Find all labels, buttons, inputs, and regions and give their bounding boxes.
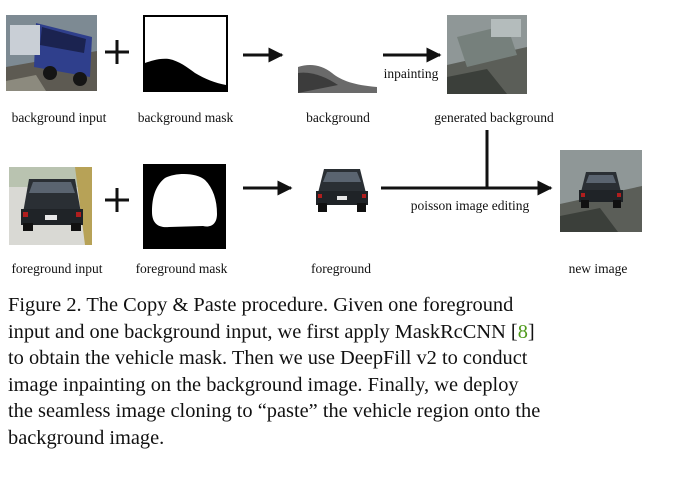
- background-mask-image: [143, 15, 228, 92]
- label-foreground-input: foreground input: [11, 261, 103, 276]
- caption-line-2-text: input and one background input, we first…: [8, 320, 518, 343]
- citation-link[interactable]: 8: [517, 320, 528, 343]
- background-image: [298, 15, 377, 93]
- foreground-mask-image: [143, 164, 226, 249]
- figure-caption: Figure 2. The Copy & Paste procedure. Gi…: [8, 292, 676, 451]
- label-foreground-mask: foreground mask: [135, 261, 228, 276]
- generated-background-image: [447, 15, 527, 94]
- foreground-image: [310, 165, 374, 215]
- label-new-image: new image: [568, 261, 628, 276]
- caption-line-3: to obtain the vehicle mask. Then we use …: [8, 347, 528, 369]
- label-foreground: foreground: [311, 261, 371, 276]
- caption-line-2-end: ]: [527, 320, 535, 343]
- label-background-input: background input: [11, 110, 107, 125]
- label-background-mask: background mask: [137, 110, 234, 125]
- label-inpainting: inpainting: [383, 66, 439, 81]
- label-background: background: [306, 110, 370, 125]
- procedure-diagram: [105, 40, 553, 212]
- foreground-input-image: [9, 167, 92, 245]
- caption-line-6: background image.: [8, 426, 165, 449]
- caption-line-4: image inpainting on the background image…: [8, 373, 519, 396]
- plus-sign-bottom: [105, 188, 129, 212]
- caption-line-5: the seamless image cloning to “paste” th…: [8, 400, 541, 422]
- label-generated-background: generated background: [434, 110, 554, 125]
- label-poisson-image-editing: poisson image editing: [410, 198, 530, 213]
- background-input-image: [6, 15, 97, 91]
- new-image: [560, 150, 642, 232]
- plus-sign-top: [105, 40, 129, 64]
- caption-line-1: Figure 2. The Copy & Paste procedure. Gi…: [8, 294, 514, 316]
- caption-line-2: input and one background input, we first…: [8, 319, 676, 346]
